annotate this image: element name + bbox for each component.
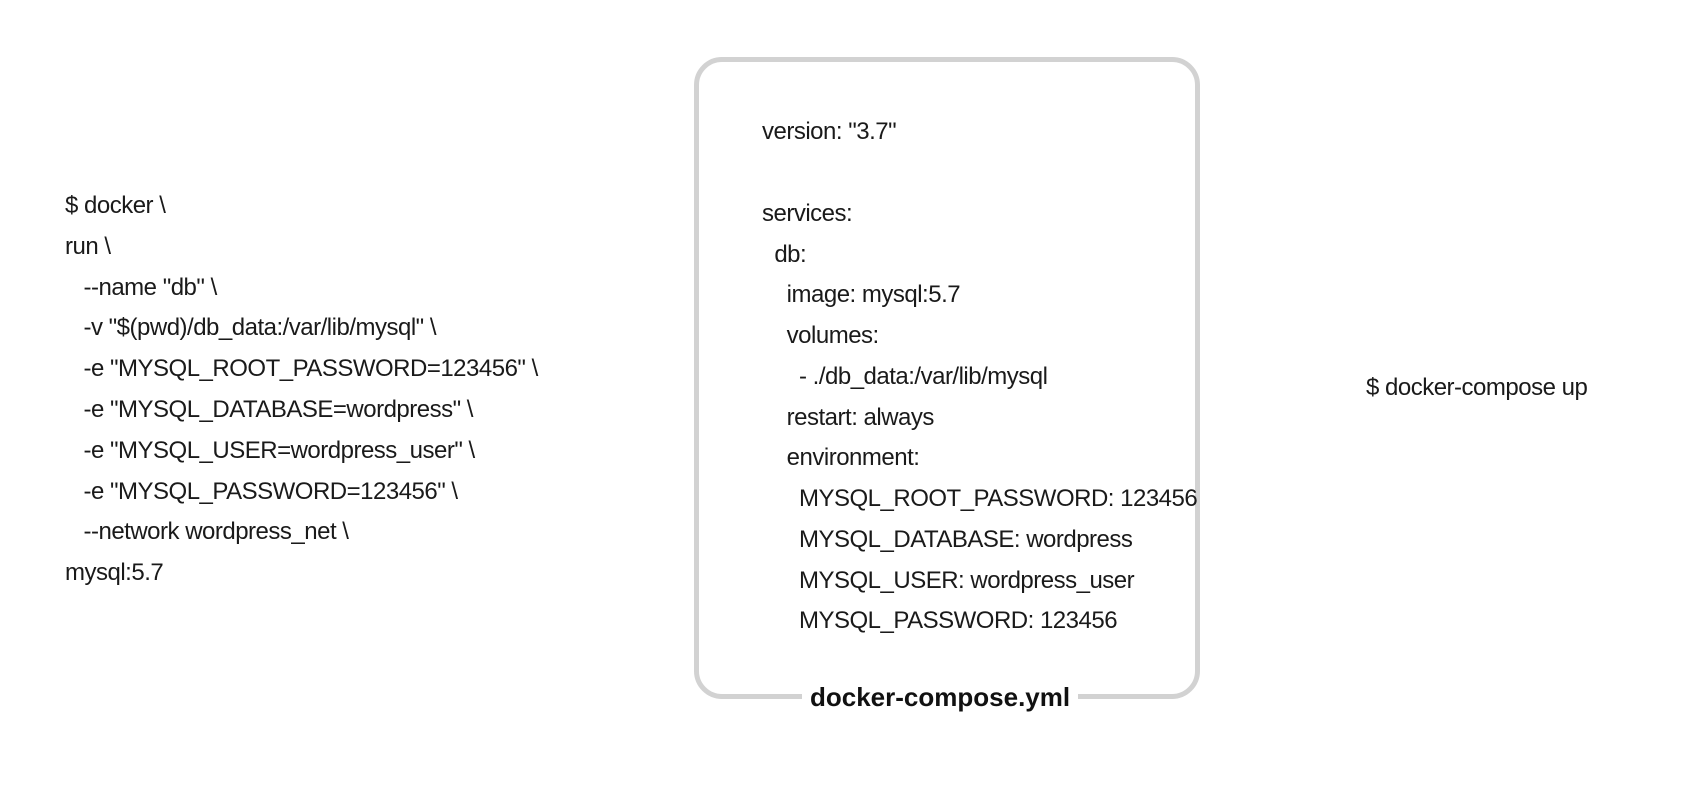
docker-run-line: --network wordpress_net \ bbox=[65, 518, 349, 545]
compose-line: MYSQL_USER: wordpress_user bbox=[762, 567, 1135, 594]
docker-run-line: -e "MYSQL_PASSWORD=123456" \ bbox=[65, 478, 459, 505]
compose-line: restart: always bbox=[762, 404, 935, 431]
compose-line: image: mysql:5.7 bbox=[762, 281, 961, 308]
compose-line: - ./db_data:/var/lib/mysql bbox=[762, 363, 1048, 390]
docker-run-line: run \ bbox=[65, 233, 111, 260]
docker-run-line: -e "MYSQL_DATABASE=wordpress" \ bbox=[65, 396, 474, 423]
compose-filename-label: docker-compose.yml bbox=[802, 682, 1079, 712]
docker-run-line: $ docker \ bbox=[65, 192, 166, 219]
docker-run-line: -e "MYSQL_USER=wordpress_user" \ bbox=[65, 437, 476, 464]
compose-line: version: "3.7" bbox=[762, 118, 897, 145]
compose-line: MYSQL_ROOT_PASSWORD: 123456 bbox=[762, 485, 1198, 512]
docker-run-line: mysql:5.7 bbox=[65, 559, 164, 586]
docker-run-line: -v "$(pwd)/db_data:/var/lib/mysql" \ bbox=[65, 314, 437, 341]
docker-run-line: -e "MYSQL_ROOT_PASSWORD=123456" \ bbox=[65, 355, 539, 382]
compose-line: MYSQL_DATABASE: wordpress bbox=[762, 526, 1133, 553]
compose-line: environment: bbox=[762, 444, 920, 471]
compose-line: volumes: bbox=[762, 322, 880, 349]
compose-up-command: $ docker-compose up bbox=[1366, 374, 1588, 401]
compose-line: services: bbox=[762, 200, 853, 227]
docker-run-line: --name "db" \ bbox=[65, 274, 218, 301]
compose-line: db: bbox=[762, 241, 807, 268]
compose-line: MYSQL_PASSWORD: 123456 bbox=[762, 607, 1118, 634]
